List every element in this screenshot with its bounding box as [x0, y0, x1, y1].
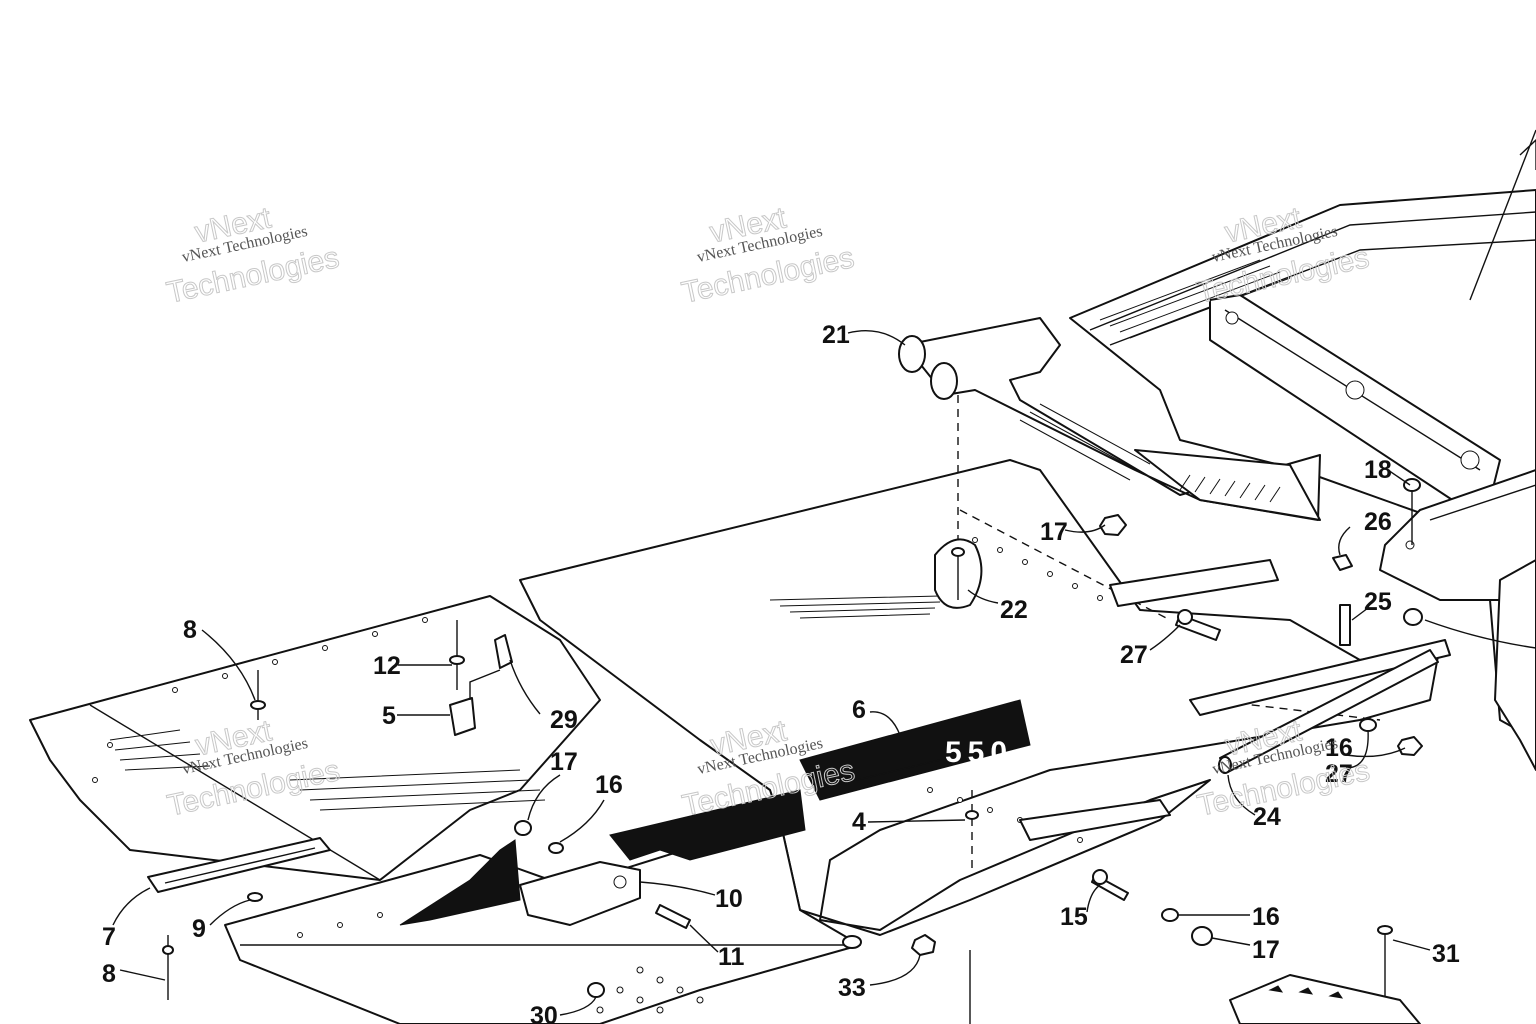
bolt-27-upper [1175, 609, 1221, 641]
nut-26 [1332, 554, 1353, 571]
rivet-22 [934, 538, 983, 609]
callout-6: 6 [852, 696, 866, 724]
decal-label: 550 [945, 736, 1013, 769]
bolt-11 [655, 904, 691, 929]
callout-8-lower: 8 [102, 960, 116, 988]
bumper-block-10 [519, 861, 641, 926]
callout-15: 15 [1060, 903, 1088, 931]
callout-30: 30 [530, 1002, 558, 1024]
callout-27-right: 27 [1325, 760, 1353, 788]
callout-17-lower: 17 [1252, 936, 1280, 964]
callout-17-left: 17 [550, 748, 578, 776]
nut-17-left [514, 820, 532, 836]
bolt-18 [1403, 478, 1421, 545]
footrest-pan [224, 819, 862, 1024]
callout-18: 18 [1364, 456, 1392, 484]
bracket-5 [449, 634, 513, 736]
callout-17-upper: 17 [1040, 518, 1068, 546]
nut-17-lower [1191, 926, 1213, 946]
callout-10: 10 [715, 885, 743, 913]
rivet-8-lower [162, 935, 174, 1000]
watermark-top-center: vNext vNext Technologies Technologies [678, 201, 857, 311]
washer-16-lower [1161, 908, 1179, 922]
callout-31: 31 [1432, 940, 1460, 968]
watermark-top-right: vNext vNext Technologies Technologies [1193, 201, 1372, 311]
callout-22: 22 [1000, 596, 1028, 624]
washer-16-left [548, 842, 564, 854]
heat-exchanger [898, 317, 1321, 521]
nut-30 [587, 982, 605, 998]
callout-29: 29 [550, 706, 578, 734]
bolt-31 [1377, 925, 1393, 1000]
bolt-25 [1339, 604, 1351, 646]
callout-21: 21 [822, 321, 850, 349]
mounting-plate-7 [147, 837, 331, 893]
callout-33: 33 [838, 974, 866, 1002]
callout-5: 5 [382, 702, 396, 730]
callout-16-right: 16 [1325, 734, 1353, 762]
washer-9 [247, 892, 263, 902]
callout-24: 24 [1253, 803, 1281, 831]
callout-16-lower: 16 [1252, 903, 1280, 931]
callout-27-upper: 27 [1120, 641, 1148, 669]
callout-labels: 21 17 22 18 26 25 27 8 12 5 29 6 17 16 4… [102, 321, 1460, 1024]
callout-12: 12 [373, 652, 401, 680]
rivet-4 [965, 790, 979, 870]
callout-7: 7 [102, 923, 116, 951]
step-bracket-lower-right [1229, 974, 1421, 1024]
tunnel-top-panel [519, 459, 1451, 936]
callout-16-left: 16 [595, 771, 623, 799]
left-running-board [29, 595, 601, 881]
callout-11: 11 [718, 943, 745, 971]
callout-26: 26 [1364, 508, 1392, 536]
rivet-12 [449, 620, 465, 690]
leader-lines [112, 330, 1536, 1016]
decal-550: 550 [609, 699, 1031, 861]
callout-4: 4 [852, 808, 866, 836]
bolt-15 [1091, 869, 1129, 901]
callout-8-upper: 8 [183, 616, 197, 644]
nut-17-upper [1099, 514, 1127, 536]
nut-right [1403, 608, 1423, 626]
watermark-top-left: vNext vNext Technologies Technologies [163, 201, 342, 311]
rivet-8-upper [250, 670, 266, 720]
callout-25: 25 [1364, 588, 1392, 616]
callout-9: 9 [192, 915, 206, 943]
nut-33 [911, 934, 971, 1024]
